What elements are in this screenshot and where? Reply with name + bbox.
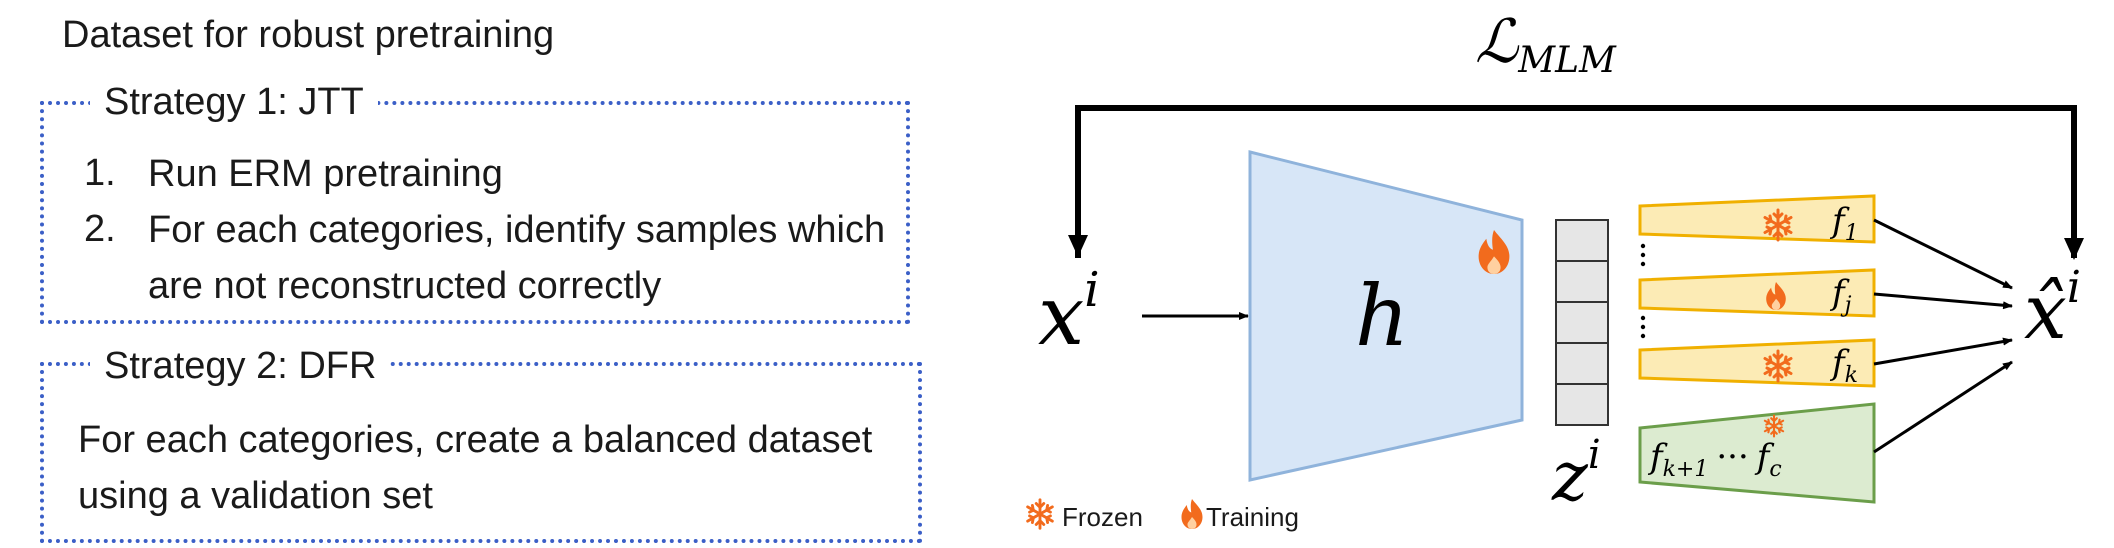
strategy2-text: For each categories, create a balanced d… [78,419,873,517]
f1-to-output-arrow [1873,218,2013,290]
legend-flame-icon [1181,499,1203,529]
loss-symbol: ℒ [1475,7,1520,77]
encoder-label: h [1355,267,1409,365]
step2-text: For each categories, identify samples wh… [148,209,886,307]
latent-vector [1555,219,1609,426]
loss-label: ℒMLM [1475,7,1617,81]
strategy2-label: Strategy 2: DFR [90,344,391,388]
strategy2-box [40,362,922,543]
strategy1-label: Strategy 1: JTT [90,80,378,124]
head-group [1638,402,1876,504]
input-label: xi [1038,262,1100,364]
heads-ellipsis-2 [1640,315,1646,339]
output-label: x̂i [2024,262,2081,356]
encoder-block [1248,150,1524,482]
heads-ellipsis-1 [1640,243,1646,267]
panel-title: Dataset for robust pretraining [62,14,555,56]
step1-text: Run ERM pretraining [148,153,503,195]
group-to-output-arrow [1873,360,2013,454]
loss-subscript: MLM [1517,40,1617,81]
step1-number: 1. [84,152,116,194]
legend-frozen-label: Frozen [1062,502,1143,532]
head-fj [1638,268,1876,318]
fj-to-output-arrow [1873,292,2013,310]
head-f1 [1638,194,1876,244]
head-fk [1638,338,1876,388]
step2-number: 2. [84,208,116,250]
head-group-label: fk+1···fc [1647,437,1782,482]
fk-to-output-arrow [1873,337,2013,366]
strategy1-box [40,101,910,324]
legend-snowflake-icon [1026,498,1054,530]
legend-training-label: Training [1206,502,1299,532]
latent-label: zi [1551,432,1601,517]
